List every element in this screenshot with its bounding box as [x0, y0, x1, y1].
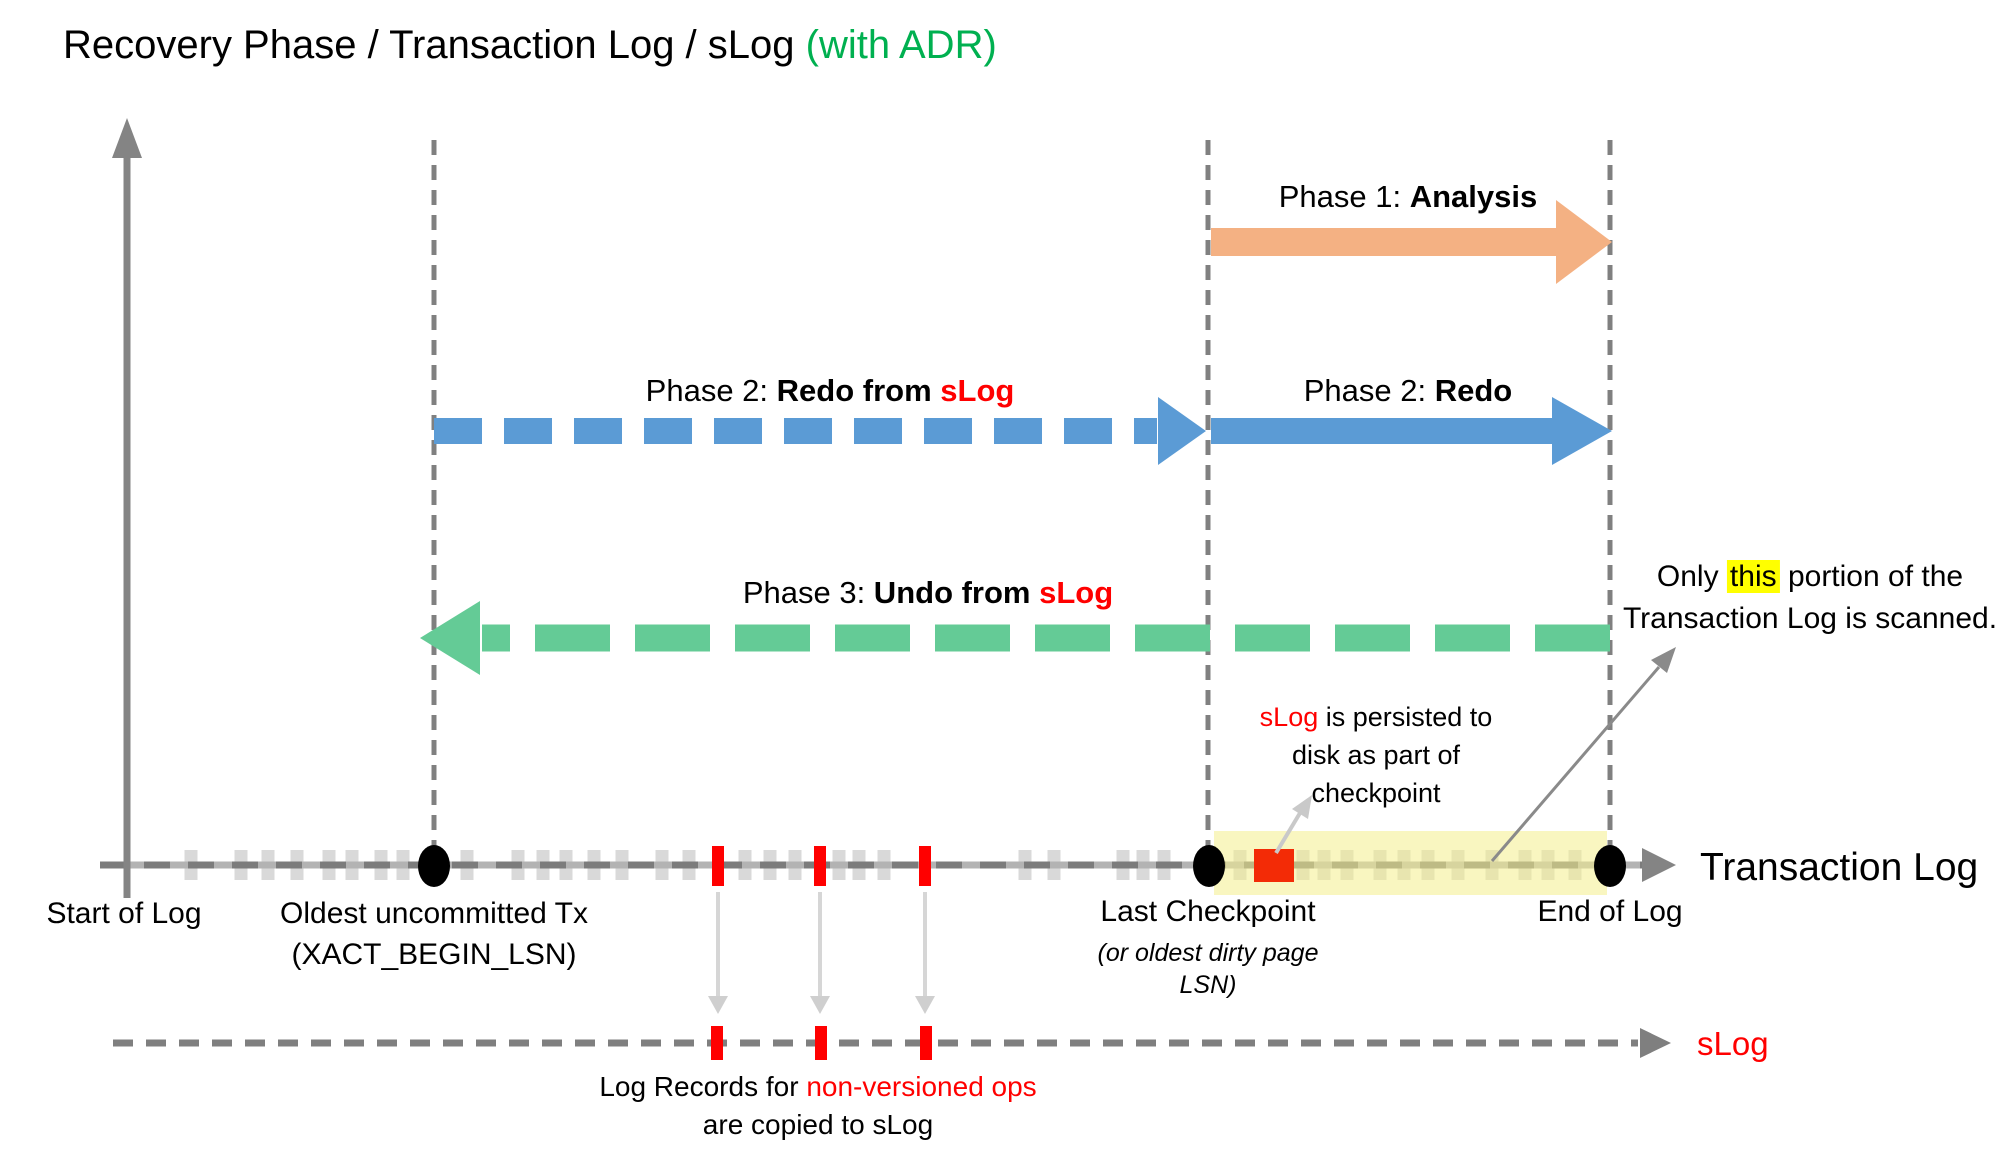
- oldest-tx-dot: [418, 845, 450, 887]
- copy-note-line1: Log Records for non-versioned ops: [599, 1068, 1036, 1106]
- slog-record-tick: [920, 1026, 932, 1060]
- copy-to-slog-arrowhead: [810, 996, 830, 1014]
- phase2-from-slog-label: Phase 2: Redo from sLog: [646, 372, 1015, 411]
- page-title-main: Recovery Phase / Transaction Log / sLog: [63, 23, 806, 67]
- persist-note-line1: sLog is persisted to: [1260, 698, 1493, 736]
- phase1-label: Phase 1: Analysis: [1279, 178, 1538, 217]
- persist-note-rest: is persisted to: [1318, 702, 1493, 732]
- oldest-tx-line2: (XACT_BEGIN_LSN): [291, 938, 577, 971]
- persist-note: sLog is persisted to disk as part of che…: [1260, 698, 1493, 812]
- slog-line-arrowhead: [1640, 1028, 1671, 1058]
- scan-note-arrowhead: [1651, 647, 1676, 673]
- non-versioned-op-tick: [712, 846, 724, 886]
- oldest-tx-line1: Oldest uncommitted Tx: [280, 897, 588, 930]
- phase3-prefix: Phase 3:: [742, 575, 874, 610]
- persist-note-arrowhead: [1292, 795, 1312, 819]
- undo-arrow-head: [420, 601, 480, 675]
- scan-note-arrow: [1490, 666, 1661, 862]
- slog-label: sLog: [1697, 1025, 1769, 1062]
- phase2-label: Phase 2: Redo: [1304, 372, 1512, 411]
- end-of-log-label: End of Log: [1537, 895, 1683, 928]
- last-checkpoint-line2: (or oldest dirty page: [1097, 938, 1319, 967]
- redo-arrow-head: [1552, 397, 1612, 465]
- phase3-red: sLog: [1039, 575, 1114, 610]
- last-checkpoint-line1: Last Checkpoint: [1100, 895, 1316, 928]
- phase1-prefix: Phase 1:: [1278, 179, 1410, 214]
- oldest-tx-label: Oldest uncommitted Tx (XACT_BEGIN_LSN): [280, 893, 588, 975]
- slog-record-tick: [711, 1026, 723, 1060]
- phase3-emphasis: Undo from: [873, 575, 1040, 610]
- non-versioned-op-tick: [919, 846, 931, 886]
- page-title-accent: (with ADR): [805, 23, 997, 67]
- transaction-log-label: Transaction Log: [1700, 846, 1979, 889]
- persist-note-line2: disk as part of: [1291, 740, 1461, 770]
- slog-record-tick: [815, 1026, 827, 1060]
- last-checkpoint-line3: LSN): [1179, 970, 1237, 999]
- copy-note-black: Log Records for: [599, 1071, 807, 1102]
- transaction-log-axis-arrowhead: [1642, 848, 1676, 882]
- copy-note: Log Records for non-versioned ops are co…: [599, 1068, 1036, 1144]
- scan-note-pre: Only: [1656, 560, 1727, 593]
- non-versioned-op-tick: [814, 846, 826, 886]
- copy-note-red: non-versioned ops: [806, 1071, 1037, 1102]
- checkpoint-dot: [1193, 845, 1225, 887]
- scan-note-line2: Transaction Log is scanned.: [1622, 602, 1998, 635]
- analysis-arrow-head: [1556, 200, 1612, 284]
- copy-note-line2: are copied to sLog: [702, 1109, 934, 1140]
- copy-to-slog-arrowhead: [915, 996, 935, 1014]
- copy-to-slog-arrows: [708, 892, 935, 1014]
- phase2-prefix: Phase 2:: [1303, 373, 1435, 408]
- scan-note-line1: Only this portion of the: [1623, 556, 1997, 598]
- slog-persisted-square: [1254, 849, 1294, 882]
- phase2-slog-red: sLog: [940, 373, 1015, 408]
- scan-note-highlight: this: [1726, 560, 1780, 593]
- copy-to-slog-arrowhead: [708, 996, 728, 1014]
- slog-red-ticks: [711, 1026, 932, 1060]
- scan-note: Only this portion of the Transaction Log…: [1623, 556, 1997, 640]
- phase2-slog-emphasis: Redo from: [776, 373, 941, 408]
- phase1-emphasis: Analysis: [1409, 179, 1538, 214]
- phase2-slog-prefix: Phase 2:: [645, 373, 777, 408]
- start-of-log-label: Start of Log: [46, 897, 202, 930]
- vertical-axis-arrowhead: [112, 118, 142, 158]
- last-checkpoint-label: Last Checkpoint (or oldest dirty page LS…: [1098, 893, 1319, 1001]
- phase3-label: Phase 3: Undo from sLog: [743, 574, 1113, 613]
- phase2-emphasis: Redo: [1434, 373, 1513, 408]
- persist-note-line3: checkpoint: [1311, 778, 1441, 808]
- end-of-log-dot: [1594, 845, 1626, 887]
- page-title: Recovery Phase / Transaction Log / sLog …: [63, 20, 997, 70]
- persist-note-arrow: [1274, 811, 1302, 855]
- persist-note-red: sLog: [1259, 702, 1319, 732]
- redo-from-slog-arrow-head: [1158, 397, 1206, 465]
- scan-note-post: portion of the: [1779, 560, 1964, 593]
- non-versioned-op-ticks: [712, 846, 931, 886]
